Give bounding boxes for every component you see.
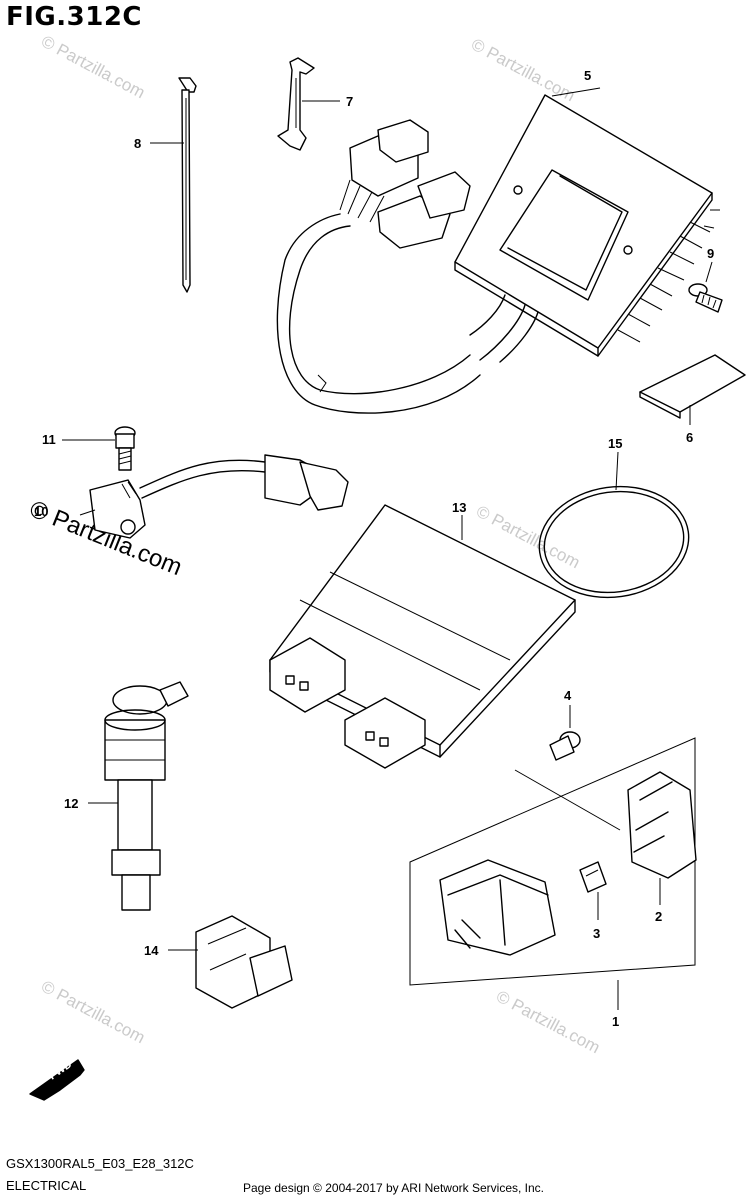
callout-6: 6: [686, 430, 693, 445]
callout-5: 5: [584, 68, 591, 83]
watermark-text: © Partzilla.com: [38, 32, 148, 103]
part-15-ring[interactable]: [532, 477, 696, 607]
part-12-ignition-coil[interactable]: [104, 681, 189, 911]
part-1-assembly-outline: [409, 737, 696, 986]
part-14-connector[interactable]: [195, 915, 293, 1009]
callout-15: 15: [608, 436, 622, 451]
part-2-cover[interactable]: [627, 771, 697, 879]
part-10-sensor[interactable]: [89, 454, 349, 539]
callout-11: 11: [42, 432, 56, 447]
leader-lines: [62, 87, 713, 1010]
callout-2: 2: [655, 909, 662, 924]
callout-9: 9: [707, 246, 714, 261]
part-5-regulator[interactable]: [276, 94, 720, 414]
callout-13: 13: [452, 500, 466, 515]
watermark-text: © Partzilla.com: [38, 977, 148, 1048]
callouts: 5 7 8 9 6 11 15 13 10 4 12 2 3 14 1: [34, 68, 714, 1029]
fwd-badge: FWD: [29, 1058, 85, 1101]
callout-1: 1: [612, 1014, 619, 1029]
part-11-bolt[interactable]: [114, 426, 136, 471]
watermark-text: © Partzilla.com: [493, 987, 603, 1058]
callout-3: 3: [593, 926, 600, 941]
figure-title: FIG.312C: [6, 2, 143, 32]
diagram-code: GSX1300RAL5_E03_E28_312C: [6, 1156, 194, 1171]
part-7-clamp[interactable]: [277, 57, 315, 151]
callout-12: 12: [64, 796, 78, 811]
page-credit: Page design © 2004-2017 by ARI Network S…: [243, 1181, 545, 1195]
part-9-screw[interactable]: [688, 283, 723, 313]
callout-7: 7: [346, 94, 353, 109]
callout-4: 4: [564, 688, 572, 703]
part-1-connector[interactable]: [439, 859, 556, 956]
callout-10: 10: [34, 504, 48, 519]
callout-14: 14: [144, 943, 159, 958]
part-8-cable-tie[interactable]: [178, 77, 197, 293]
part-6-pad[interactable]: [639, 354, 746, 419]
part-13-ecu[interactable]: [269, 504, 576, 769]
callout-8: 8: [134, 136, 141, 151]
diagram-category: ELECTRICAL: [6, 1178, 87, 1193]
part-3-fuse[interactable]: [579, 861, 607, 893]
part-4-plug[interactable]: [549, 731, 581, 761]
